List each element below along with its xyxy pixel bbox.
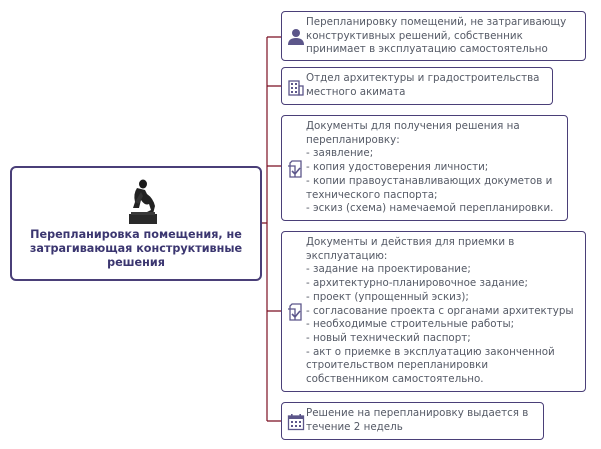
root-title: Перепланировка помещения, не затрагивающ… — [29, 228, 243, 269]
node-text: Документы и действия для приемки в экспл… — [306, 236, 574, 386]
node-text: Отдел архитектуры и градостроительства м… — [306, 72, 540, 98]
node-documents-for-decision[interactable]: Документы для получения решения на переп… — [281, 115, 568, 221]
root-topic[interactable]: Перепланировка помещения, не затрагивающ… — [10, 166, 262, 281]
node-documents-for-acceptance[interactable]: Документы и действия для приемки в экспл… — [281, 231, 586, 392]
node-text: Документы для получения решения на переп… — [306, 120, 554, 215]
node-architecture-department[interactable]: Отдел архитектуры и градостроительства м… — [281, 67, 553, 105]
node-text: Перепланировку помещений, не затрагивающ… — [306, 16, 567, 56]
building-icon — [288, 80, 304, 96]
thinker-statue-icon — [129, 179, 157, 224]
node-decision-timeframe[interactable]: Решение на перепланировку выдается в теч… — [281, 402, 544, 440]
node-text: Решение на перепланировку выдается в теч… — [306, 407, 529, 433]
document-check-icon — [288, 303, 302, 321]
person-icon — [288, 29, 304, 45]
document-check-icon — [288, 160, 302, 178]
calendar-icon — [287, 414, 305, 431]
node-self-acceptance[interactable]: Перепланировку помещений, не затрагивающ… — [281, 11, 586, 61]
